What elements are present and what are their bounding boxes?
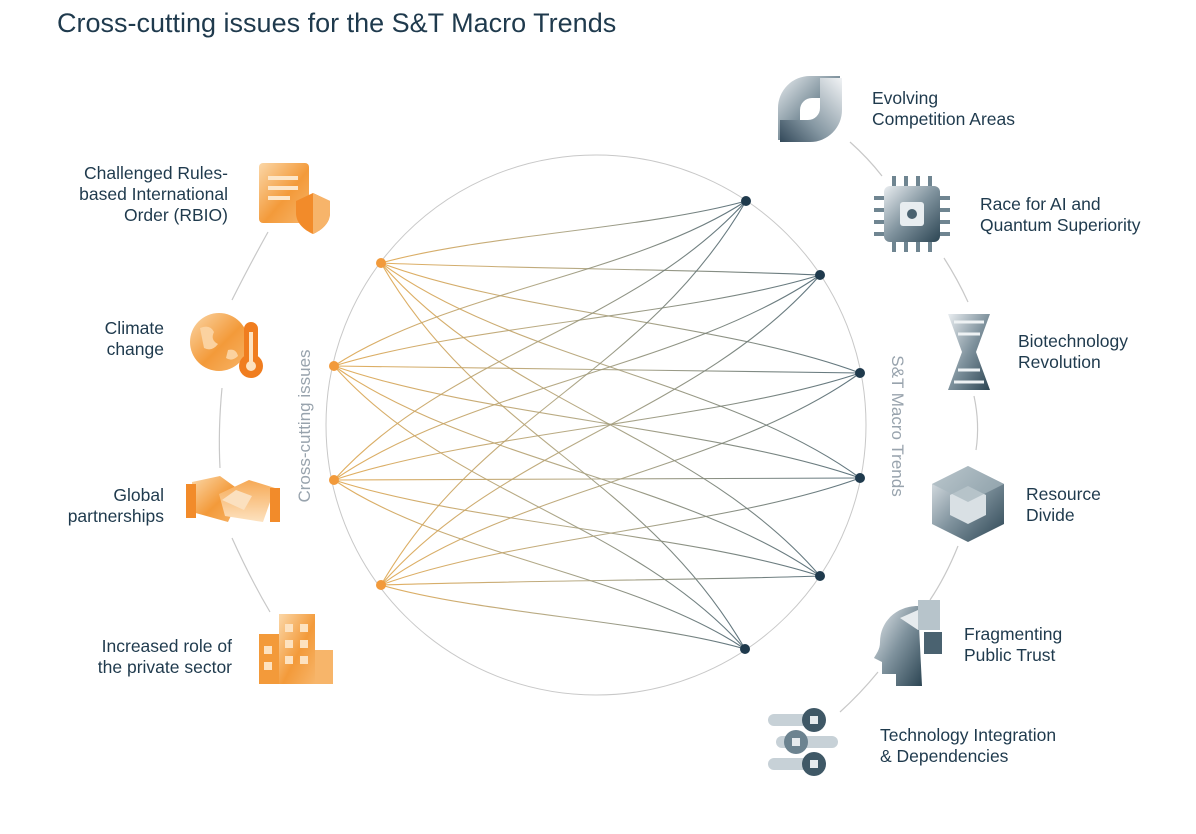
connection-line [333,365,861,479]
trend-label-competition: Evolving Competition Areas [872,88,1015,130]
outer-ring-arc [231,231,269,301]
trend-node-dot [815,571,825,581]
document-shield-icon [259,163,330,234]
trend-label-line: & Dependencies [880,746,1009,766]
connection-line [380,477,861,586]
issue-node-dot [329,361,339,371]
outer-ring-arc [849,141,883,177]
connection-line [333,477,861,481]
trends-axis-label: S&T Macro Trends [888,355,907,497]
issue-label-line: Global [113,485,164,505]
trend-label-line: Biotechnology [1018,331,1128,351]
trend-label-public-trust: Fragmenting Public Trust [964,624,1062,666]
connection-line [333,479,821,577]
connection-line [380,575,821,586]
trend-label-line: Competition Areas [872,109,1015,129]
connection-line [380,262,821,577]
issue-label-line: Challenged Rules- [84,163,228,183]
trend-label-line: Quantum Superiority [980,215,1141,235]
connection-line [380,262,861,374]
connection-line [380,262,821,276]
issue-label-partnerships: Global partnerships [68,485,164,527]
issue-node-dot [376,258,386,268]
page-title: Cross-cutting issues for the S&T Macro T… [57,8,617,38]
outer-ring-arc [218,387,223,469]
trend-label-line: Resource [1026,484,1101,504]
issue-node-dot [329,475,339,485]
connection-lines [333,200,861,650]
issue-label-line: Climate [104,318,164,338]
chip-icon [874,176,950,252]
connection-line [380,200,747,586]
issue-label-private-sector: Increased role of the private sector [98,636,232,678]
issue-node-dot [376,580,386,590]
connection-line [333,200,747,481]
connection-line [333,365,821,577]
outer-ring [218,141,979,713]
interlocking-arrows-icon [778,76,842,142]
issue-label-climate: Climate change [105,318,164,360]
issue-label-line: Order (RBIO) [123,205,228,225]
outer-ring-arc [943,257,969,303]
trend-label-line: Evolving [872,88,939,108]
outer-ring-arc [839,671,879,713]
trend-label-line: Race for AI and [980,194,1101,214]
trend-label-line: Fragmenting [964,624,1063,644]
issue-label-line: Increased role of [101,636,232,656]
globe-thermometer-icon [190,313,263,378]
issue-label-line: the private sector [97,657,232,677]
connection-line [380,274,821,586]
outer-ring-arc [929,545,959,601]
issue-label-line: based International [79,184,228,204]
cube-icon [932,466,1004,542]
connection-line [380,262,861,479]
connection-line [333,274,821,481]
connection-line [333,479,746,650]
outer-ring-arc [973,395,979,451]
connection-line [380,372,861,586]
connection-line [333,365,861,374]
trend-label-biotech: Biotechnology Revolution [1018,331,1128,373]
handshake-icon [186,476,280,522]
trend-node-dot [855,368,865,378]
trend-label-line: Revolution [1018,352,1101,372]
trend-label-tech-integration: Technology Integration & Dependencies [880,725,1056,767]
trend-node-dot [741,196,751,206]
connection-line [333,274,821,367]
issue-label-line: change [106,339,164,359]
trend-node-dot [815,270,825,280]
issue-label-rbio: Challenged Rules- based International Or… [79,163,228,226]
node-dots [329,196,865,654]
issues-axis-label: Cross-cutting issues [295,349,314,503]
connection-line [380,584,746,650]
trend-label-ai-quantum: Race for AI and Quantum Superiority [980,194,1141,236]
trend-label-line: Public Trust [964,645,1056,665]
connection-line [380,200,747,264]
trend-node-dot [855,473,865,483]
inner-circle [325,154,867,696]
outer-ring-arc [231,537,271,613]
trend-label-line: Divide [1026,505,1075,525]
connection-line [333,200,747,367]
circuit-nodes-icon [768,708,838,776]
issue-label-line: partnerships [67,506,164,526]
head-profile-icon [874,600,942,686]
buildings-icon [259,614,333,684]
dna-helix-icon [948,314,990,390]
connection-line [380,262,746,650]
trend-label-line: Technology Integration [880,725,1057,745]
trend-node-dot [740,644,750,654]
connection-line [333,372,861,481]
trend-label-resource: Resource Divide [1026,484,1101,526]
